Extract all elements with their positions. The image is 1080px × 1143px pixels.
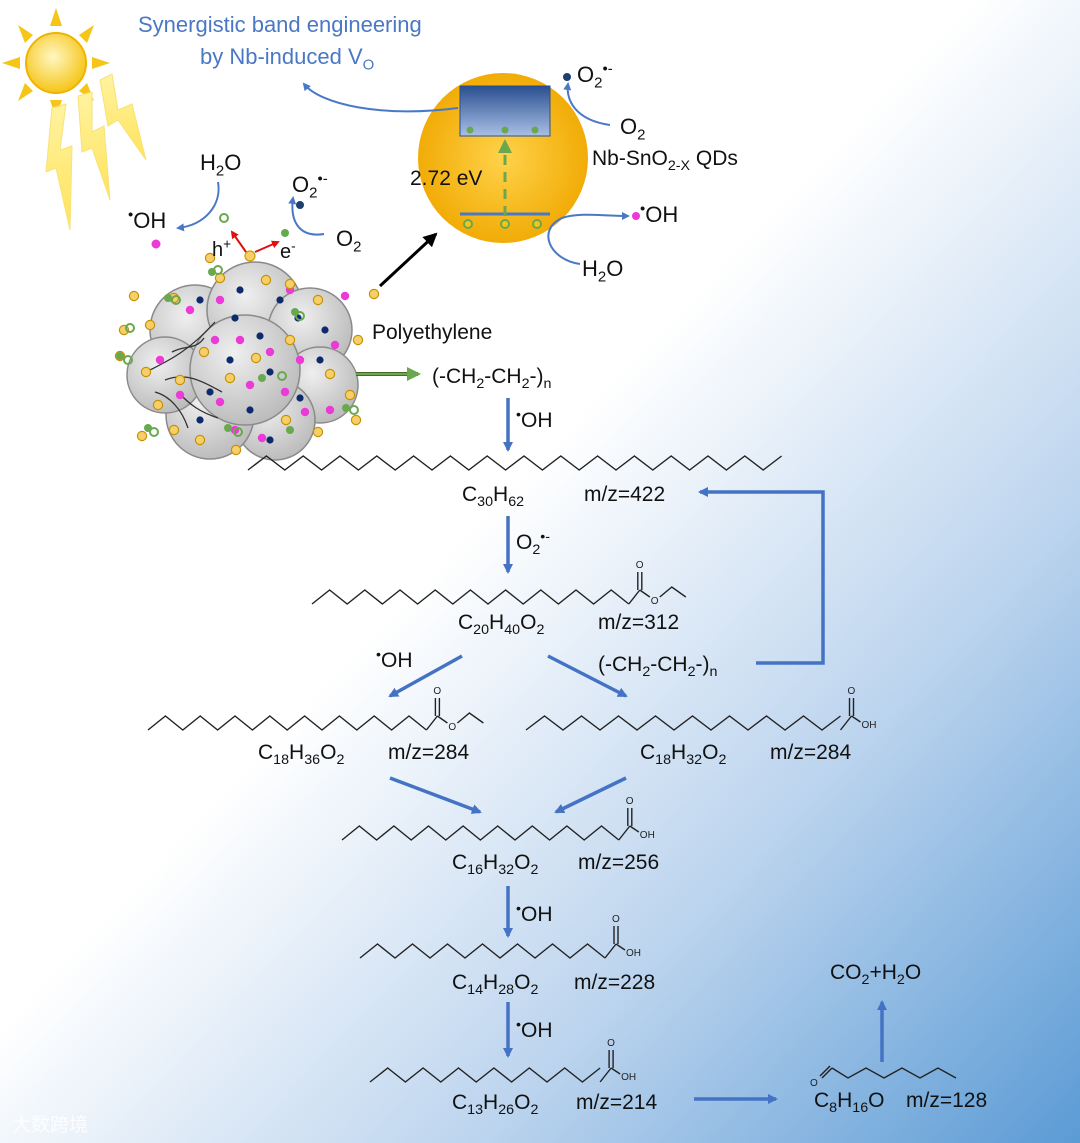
qd-label: Nb-SnO2-X QDs: [592, 147, 738, 175]
final-product: CO2+H2O: [830, 961, 922, 989]
polymer-name: Polyethylene: [372, 321, 493, 344]
hydroxyl-dot: [632, 212, 640, 220]
reagent-oh: •OH: [516, 901, 553, 926]
formula-c30h62: C30H62: [462, 483, 525, 511]
oxygen-atom-label: O: [626, 796, 634, 807]
hydroxyl-label: •OH: [128, 206, 167, 233]
hydroxyl-group-label: OH: [626, 948, 641, 959]
hydroxyl-group-label: OH: [621, 1072, 636, 1083]
formula-c14h28o2: C14H28O2: [452, 971, 539, 999]
watermark: 大数跨境: [12, 1114, 89, 1136]
title-line-2: by Nb-induced VO: [200, 44, 375, 74]
mz-c13h26o2: m/z=214: [576, 1091, 658, 1114]
ester-oxygen-label: O: [448, 722, 456, 733]
ester-oxygen-label: O: [651, 596, 659, 607]
reagent-oh: •OH: [516, 407, 553, 432]
formula-c8h16o: C8H16O: [814, 1089, 885, 1117]
chain-c20h40o2: OO: [311, 560, 687, 607]
mz-c18h36o2: m/z=284: [388, 741, 470, 764]
polymer-formula: (-CH2-CH2-)n: [432, 365, 552, 393]
microplastic-particle: [126, 261, 359, 461]
arrow-c20-to-c18ester: [388, 654, 463, 698]
reaction-arrows: [388, 398, 887, 1104]
oxygen-atom-label: O: [636, 560, 644, 571]
particle-dots: [114, 252, 380, 456]
chain-c18h36o2: OO: [147, 686, 484, 733]
superoxide-label: O2•-: [292, 170, 328, 202]
water-label: H2O: [200, 150, 242, 180]
hydroxyl-dot: [151, 239, 161, 249]
formula-c13h26o2: C13H26O2: [452, 1091, 539, 1119]
mz-c8h16o: m/z=128: [906, 1089, 988, 1112]
charge-separation: [219, 213, 289, 262]
chain-c16h32o2: O OH: [341, 796, 655, 841]
electron-label: e-: [280, 238, 296, 263]
chain-c18h32o2: O OH: [525, 686, 877, 731]
hydroxyl-group-label: OH: [640, 830, 655, 841]
oxygen-atom-label: O: [612, 914, 620, 925]
arrow-c20-to-c18acid: [547, 654, 628, 698]
arrow-recycle-to-c30: [698, 487, 825, 665]
electron-dot: [563, 73, 571, 81]
formula-c16h32o2: C16H32O2: [452, 851, 539, 879]
hole-label: h+: [212, 236, 232, 261]
formula-c20h40o2: C20H40O2: [458, 611, 545, 639]
aldehyde-oxygen-label: O: [810, 1078, 818, 1089]
band-gap-label: 2.72 eV: [410, 167, 483, 190]
h2o-oxidation-arrow: [547, 211, 630, 265]
o2-label: O2: [620, 114, 646, 144]
mz-c30h62: m/z=422: [584, 483, 666, 506]
reagent-oh: •OH: [516, 1017, 553, 1042]
to-qd-arrow: [378, 232, 438, 288]
arrow-c18ester-to-c16: [389, 776, 482, 814]
superoxide-label: O2•-: [577, 60, 613, 92]
chain-c8h16o: O: [810, 1065, 957, 1089]
reagent-oh: •OH: [376, 647, 413, 672]
water-label: H2O: [582, 256, 624, 286]
formula-c18h36o2: C18H36O2: [258, 741, 345, 769]
reagent-polyethylene: (-CH2-CH2-)n: [598, 653, 718, 681]
quantum-dot: [418, 73, 588, 243]
mz-c20h40o2: m/z=312: [598, 611, 680, 634]
chain-c14h28o2: O OH: [359, 914, 641, 959]
title-line-1: Synergistic band engineering: [138, 12, 422, 37]
hydroxyl-label: •OH: [640, 200, 679, 227]
reagent-superoxide: O2•-: [516, 529, 551, 559]
formula-c18h32o2: C18H32O2: [640, 741, 727, 769]
o2-reduction-arrow: [563, 82, 611, 126]
chain-c30h62: [247, 455, 783, 471]
oxygen-atom-label: O: [607, 1038, 615, 1049]
electron-dot: [296, 201, 304, 209]
chain-c13h26o2: O OH: [369, 1038, 636, 1083]
sun-icon: [2, 8, 110, 118]
band-engineering-arrow: [302, 82, 459, 113]
oxygen-atom-label: O: [848, 686, 856, 697]
h2o-to-oh-arrow: [176, 181, 220, 232]
arrow-c18acid-to-c16: [554, 776, 627, 814]
o2-label: O2: [336, 226, 362, 256]
mz-c18h32o2: m/z=284: [770, 741, 852, 764]
light-beam-icon: [45, 73, 147, 231]
oxygen-atom-label: O: [433, 686, 441, 697]
mz-c14h28o2: m/z=228: [574, 971, 656, 994]
o2-to-superoxide-arrow: [288, 196, 325, 236]
mz-c16h32o2: m/z=256: [578, 851, 660, 874]
hydroxyl-group-label: OH: [862, 720, 877, 731]
